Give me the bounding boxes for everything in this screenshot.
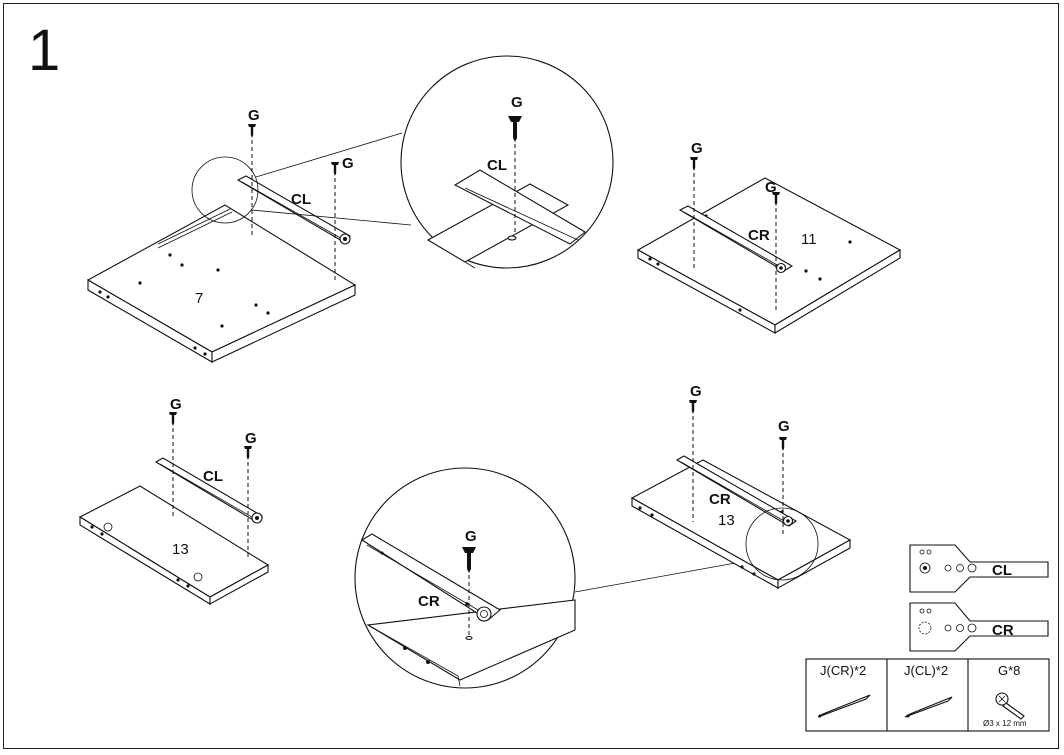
parts-table: J(CR)*2 J(CL)*2 G*8 Ø3 x 12 mm [805, 658, 1050, 732]
rail-label-cr: CR [418, 593, 440, 610]
legend-label-cl: CL [992, 562, 1012, 579]
page-border [3, 3, 1059, 749]
rail-cl-part-icon [904, 696, 953, 718]
legend-label-cr: CR [992, 622, 1014, 639]
panel-label: 7 [195, 290, 203, 307]
panel-label: 13 [718, 512, 735, 529]
rail-label-cl: CL [487, 157, 507, 174]
screw-part-icon [995, 692, 1025, 720]
screw-label: G [248, 107, 260, 124]
rail-label-cl: CL [203, 468, 223, 485]
zoom-detail-cl: CL G [400, 55, 614, 269]
screw-label: G [170, 396, 182, 413]
screw-label: G [765, 179, 777, 196]
rail-label-cr: CR [709, 491, 731, 508]
rail-label-cr: CR [748, 227, 770, 244]
rail-cr-part-icon [817, 694, 871, 718]
screw-label: G [778, 418, 790, 435]
parts-table-cell: J(CL)*2 [904, 663, 948, 678]
parts-table-cell: G*8 [998, 663, 1020, 678]
screw-size-spec: Ø3 x 12 mm [983, 719, 1027, 728]
screw-label: G [342, 155, 354, 172]
panel-13-right-assembly: 13 CR G G [630, 383, 852, 589]
panel-13-left-assembly: 13 CL G G [78, 396, 270, 605]
rail-label-cl: CL [291, 191, 311, 208]
legend-bracket-cr: CR [909, 602, 1049, 652]
step-number: 1 [28, 18, 60, 83]
screw-label: G [511, 94, 523, 111]
screw-label: G [690, 383, 702, 400]
zoom-detail-cr: CR G [354, 467, 753, 689]
legend-bracket-cl: CL [909, 544, 1049, 593]
screw-label: G [245, 430, 257, 447]
parts-table-cell: J(CR)*2 [820, 663, 866, 678]
panel-7-assembly: 7 CL G G [86, 107, 412, 363]
panel-11-assembly: 11 CR G G [636, 140, 902, 334]
screw-label: G [465, 528, 477, 545]
panel-label: 11 [801, 231, 817, 248]
screw-label: G [691, 140, 703, 157]
panel-label: 13 [172, 541, 189, 558]
